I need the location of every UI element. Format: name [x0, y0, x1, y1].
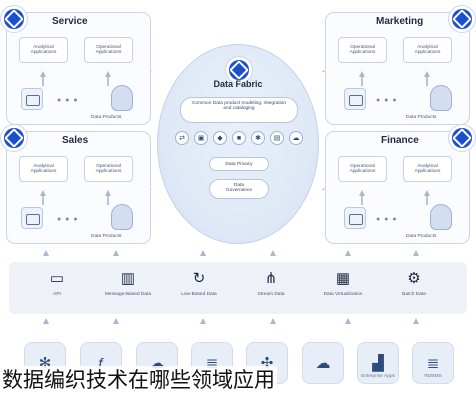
data-fabric-title: Data Fabric [213, 79, 263, 89]
gear-icon: ✱ [251, 131, 265, 145]
integration-virtualization: ▦ Data Virtualization [313, 262, 373, 314]
network-icon: ⋔ [264, 270, 278, 287]
factory-icon: ▟ [357, 342, 399, 384]
dots: ● ● ● [376, 97, 398, 104]
finance-hub-icon [449, 125, 475, 151]
service-title: Service [52, 16, 88, 27]
cloud-icon: ☁ [289, 131, 303, 145]
up-arrow-icon [270, 250, 276, 256]
up-arrow-icon [413, 250, 419, 256]
gears-icon: ⚙ [407, 270, 421, 287]
service-panel: Service Analytical Applications Operatio… [1, 6, 151, 125]
truck-icon [344, 88, 366, 110]
cube-icon: ▣ [194, 131, 208, 145]
sales-data-products: Data Products [91, 234, 122, 239]
sales-panel: Sales Analytical Applications Operationa… [1, 125, 151, 244]
person-icon [430, 85, 452, 111]
marketing-panel: Marketing Operational Applications Analy… [325, 6, 475, 125]
truck-icon [21, 207, 43, 229]
integration-label: Stream Data [257, 292, 285, 297]
person-icon [430, 204, 452, 230]
up-arrow-icon [200, 250, 206, 256]
integration-message: ▥ Message-Based Data [98, 262, 158, 314]
finance-operational-box: Operational Applications [338, 156, 387, 182]
service-data-products: Data Products [91, 115, 122, 120]
integration-low: ↻ Low-Based Data [169, 262, 229, 314]
up-arrow-icon [113, 318, 119, 324]
refresh-icon: ↻ [192, 270, 206, 287]
up-arrow-icon [359, 71, 365, 77]
integration-label: Data Virtualization [323, 292, 363, 297]
up-arrow-icon [270, 318, 276, 324]
up-arrow-icon [200, 318, 206, 324]
up-arrow-icon [43, 318, 49, 324]
up-arrow-icon [105, 71, 111, 77]
truck-icon [344, 207, 366, 229]
monitor-icon: ▭ [49, 270, 65, 287]
truck-icon [21, 88, 43, 110]
chart-icon: ▤ [270, 131, 284, 145]
database-icon: ≣ [412, 342, 454, 384]
source-label: Enterprise Apps [361, 374, 395, 379]
data-fabric-circle: Data Fabric Common Data product modeling… [157, 44, 319, 244]
sales-hub-icon [1, 125, 27, 151]
cart-icon: ◆ [213, 131, 227, 145]
source-label: RDBMS [424, 374, 442, 379]
service-operational-box: Operational Applications [84, 37, 133, 63]
integration-api: ▭ API [27, 262, 87, 314]
cloud-server-icon: ☁ [302, 342, 344, 384]
fabric-icon-row: ⇄ ▣ ◆ ■ ✱ ▤ ☁ [175, 131, 303, 145]
marketing-title: Marketing [376, 16, 424, 27]
up-arrow-icon [40, 71, 46, 77]
server-icon: ▦ [335, 270, 351, 287]
person-icon [111, 204, 133, 230]
data-fabric-hub-icon [226, 57, 252, 83]
marketing-operational-box: Operational Applications [338, 37, 387, 63]
integration-label: Low-Based Data [181, 292, 217, 297]
dots: ● ● ● [57, 97, 79, 104]
integration-band: ▭ API ▥ Message-Based Data ↻ Low-Based D… [9, 262, 467, 314]
finance-panel: Finance Operational Applications Analyti… [325, 125, 475, 244]
integration-label: Message-Based Data [104, 292, 152, 297]
data-governance-pill: Data Governance [209, 179, 269, 199]
up-arrow-icon [424, 71, 430, 77]
integration-label: Batch Data [402, 292, 426, 297]
up-arrow-icon [43, 250, 49, 256]
finance-analytical-box: Analytical Applications [403, 156, 452, 182]
up-arrow-icon [359, 190, 365, 196]
integration-stream: ⋔ Stream Data [241, 262, 301, 314]
up-arrow-icon [113, 250, 119, 256]
dots: ● ● ● [57, 216, 79, 223]
marketing-analytical-box: Analytical Applications [403, 37, 452, 63]
up-arrow-icon [413, 318, 419, 324]
sales-analytical-box: Analytical Applications [19, 156, 68, 182]
finance-data-products: Data Products [406, 234, 437, 239]
finance-title: Finance [381, 135, 419, 146]
service-hub-icon [1, 6, 27, 32]
up-arrow-icon [424, 190, 430, 196]
data-privacy-pill: Data Privacy [209, 157, 269, 171]
modeling-pill: Common Data product modeling, integratio… [180, 97, 298, 123]
sales-title: Sales [62, 135, 89, 146]
service-analytical-box: Analytical Applications [19, 37, 68, 63]
lock-icon: ■ [232, 131, 246, 145]
up-arrow-icon [345, 318, 351, 324]
marketing-hub-icon [449, 6, 475, 32]
queue-icon: ▥ [120, 270, 136, 287]
up-arrow-icon [105, 190, 111, 196]
sales-operational-box: Operational Applications [84, 156, 133, 182]
person-icon [111, 85, 133, 111]
share-icon: ⇄ [175, 131, 189, 145]
dots: ● ● ● [376, 216, 398, 223]
up-arrow-icon [345, 250, 351, 256]
integration-label: API [53, 292, 61, 297]
marketing-data-products: Data Products [406, 115, 437, 120]
caption: 数据编织技术在哪些领域应用 [2, 366, 277, 394]
up-arrow-icon [40, 190, 46, 196]
integration-batch: ⚙ Batch Data [384, 262, 444, 314]
